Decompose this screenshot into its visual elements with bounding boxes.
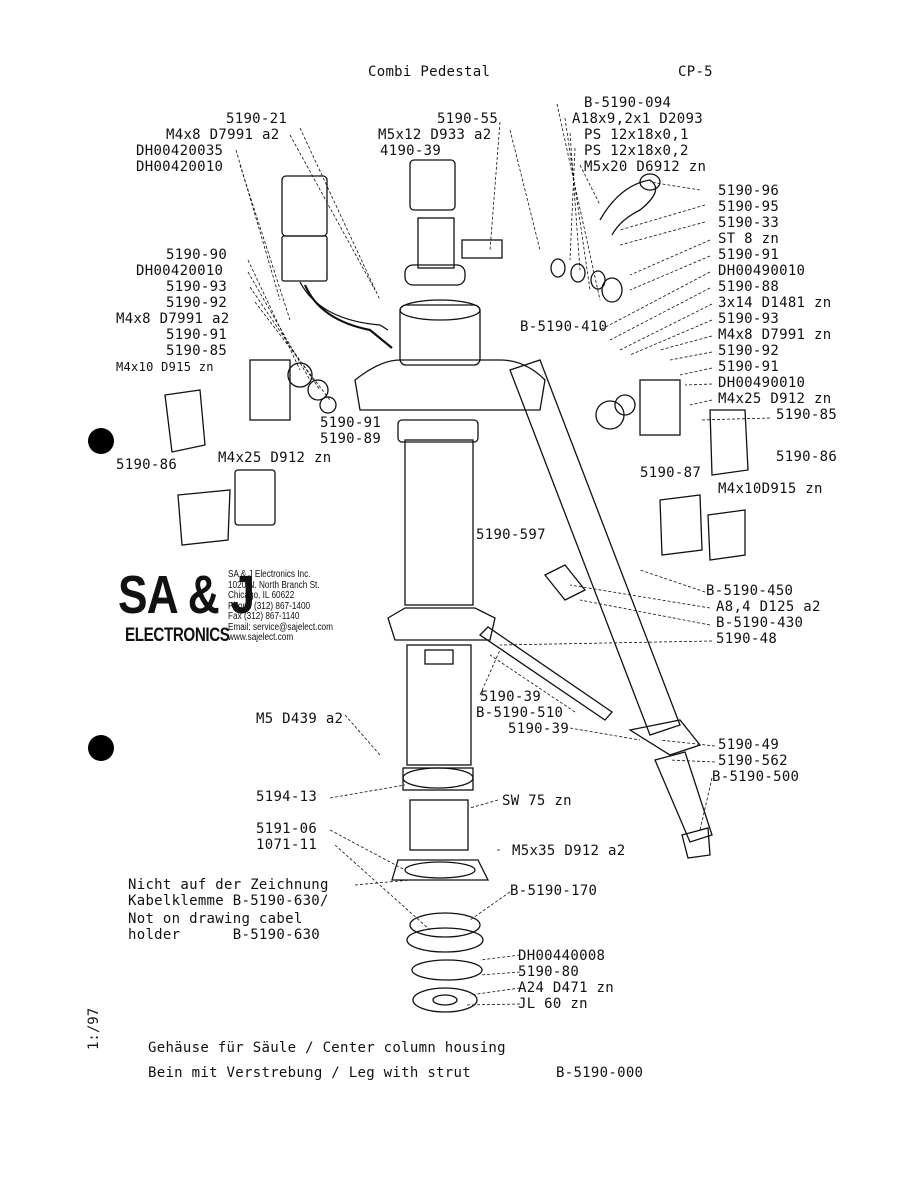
part-label: B-5190-500 xyxy=(712,769,800,785)
part-label: DH00420035 xyxy=(136,143,224,159)
part-label: 5190-597 xyxy=(476,527,546,543)
company-logo-sub: ELECTRONICS xyxy=(125,625,230,646)
part-label: M4x8 D7991 a2 xyxy=(166,127,280,143)
column-upper xyxy=(404,439,474,606)
part-label: PS 12x18x0,2 xyxy=(584,143,689,159)
part-label: SW 75 zn xyxy=(502,793,572,809)
part-label: 5190-21 xyxy=(226,111,288,127)
part-label: A8,4 D125 a2 xyxy=(716,599,821,615)
part-label: DH00490010 xyxy=(718,375,806,391)
part-label: B-5190-410 xyxy=(520,319,608,335)
punch-hole xyxy=(88,428,114,454)
part-label: DH00440008 xyxy=(518,948,606,964)
motor-left xyxy=(281,175,328,237)
cover-left xyxy=(164,389,206,453)
part-label: 3x14 D1481 zn xyxy=(718,295,832,311)
part-label: 5190-80 xyxy=(518,964,580,980)
diagram-title: Combi Pedestal xyxy=(368,64,491,80)
part-label: 5190-93 xyxy=(718,311,780,327)
part-label: B-5190-170 xyxy=(510,883,598,899)
page-code: CP-5 xyxy=(678,64,713,80)
part-label: 5190-88 xyxy=(718,279,780,295)
part-label: 5190-92 xyxy=(718,343,780,359)
part-label: B-5190-450 xyxy=(706,583,794,599)
part-label: DH00420010 xyxy=(136,263,224,279)
clamp-ring xyxy=(387,607,496,641)
part-label: 5190-91 xyxy=(718,359,780,375)
part-label: M5x35 D912 a2 xyxy=(512,843,626,859)
part-label: B-5190-430 xyxy=(716,615,804,631)
footer-line: Gehäuse für Säule / Center column housin… xyxy=(148,1040,506,1056)
part-label: A18x9,2x1 D2093 xyxy=(572,111,703,127)
part-label: 5190-91 xyxy=(166,327,228,343)
part-label: M4x8 D7991 zn xyxy=(718,327,832,343)
part-label: 5190-91 xyxy=(320,415,382,431)
company-logo: SA & J xyxy=(118,565,255,625)
part-label: 5190-39 xyxy=(480,689,542,705)
part-label: 5190-87 xyxy=(640,465,702,481)
part-label: 5190-55 xyxy=(437,111,499,127)
note-line: holder B-5190-630 xyxy=(128,927,321,943)
note-line: Nicht auf der Zeichnung xyxy=(128,877,329,893)
note-line: Kabelklemme B-5190-630/ xyxy=(128,893,329,909)
footer-code: B-5190-000 xyxy=(556,1065,644,1081)
part-label: 5190-48 xyxy=(716,631,778,647)
part-label: 5190-95 xyxy=(718,199,780,215)
company-contact: SA & J Electronics Inc. 1020 N. North Br… xyxy=(228,569,333,643)
column-lower xyxy=(409,799,469,851)
part-label: 5190-86 xyxy=(116,457,178,473)
part-label: 5191-06 xyxy=(256,821,318,837)
punch-hole xyxy=(88,735,114,761)
part-label: 5190-93 xyxy=(166,279,228,295)
lever xyxy=(599,179,657,236)
part-label: 5190-92 xyxy=(166,295,228,311)
part-label: 5194-13 xyxy=(256,789,318,805)
part-label: M4x25 D912 zn xyxy=(718,391,832,407)
part-label: M5x20 D6912 zn xyxy=(584,159,707,175)
part-label: B-5190-094 xyxy=(584,95,672,111)
part-label: PS 12x18x0,1 xyxy=(584,127,689,143)
part-label: M5x12 D933 a2 xyxy=(378,127,492,143)
cover-right xyxy=(709,409,749,476)
part-label: 5190-562 xyxy=(718,753,788,769)
part-label: A24 D471 zn xyxy=(518,980,615,996)
part-label: ST 8 zn xyxy=(718,231,780,247)
part-label: 5190-33 xyxy=(718,215,780,231)
part-label: 5190-91 xyxy=(718,247,780,263)
part-label: 5190-86 xyxy=(776,449,838,465)
part-label: 5190-39 xyxy=(508,721,570,737)
part-label: DH00490010 xyxy=(718,263,806,279)
part-label: 1071-11 xyxy=(256,837,318,853)
part-label: 5190-85 xyxy=(166,343,228,359)
head-casting xyxy=(354,359,546,411)
column-middle xyxy=(406,644,472,766)
part-label: M5 D439 a2 xyxy=(256,711,344,727)
part-label: B-5190-510 xyxy=(476,705,564,721)
part-label: M4x8 D7991 a2 xyxy=(116,311,230,327)
part-label: DH00420010 xyxy=(136,159,224,175)
part-label: JL 60 zn xyxy=(518,996,588,1012)
part-label: 5190-85 xyxy=(776,407,838,423)
part-label: 4190-39 xyxy=(380,143,442,159)
strut xyxy=(478,626,613,721)
part-label: 5190-49 xyxy=(718,737,780,753)
part-label: M4x10 D915 zn xyxy=(116,360,214,374)
leg xyxy=(509,359,681,736)
part-label: 5190-90 xyxy=(166,247,228,263)
footer-line: Bein mit Verstrebung / Leg with strut xyxy=(148,1065,471,1081)
part-label: 5190-96 xyxy=(718,183,780,199)
side-date: 1:/97 xyxy=(86,1007,102,1050)
part-label: M4x25 D912 zn xyxy=(218,450,332,466)
part-label: 5190-89 xyxy=(320,431,382,447)
note-line: Not on drawing cabel xyxy=(128,911,303,927)
motor-top xyxy=(409,159,456,211)
part-label: M4x10D915 zn xyxy=(718,481,823,497)
